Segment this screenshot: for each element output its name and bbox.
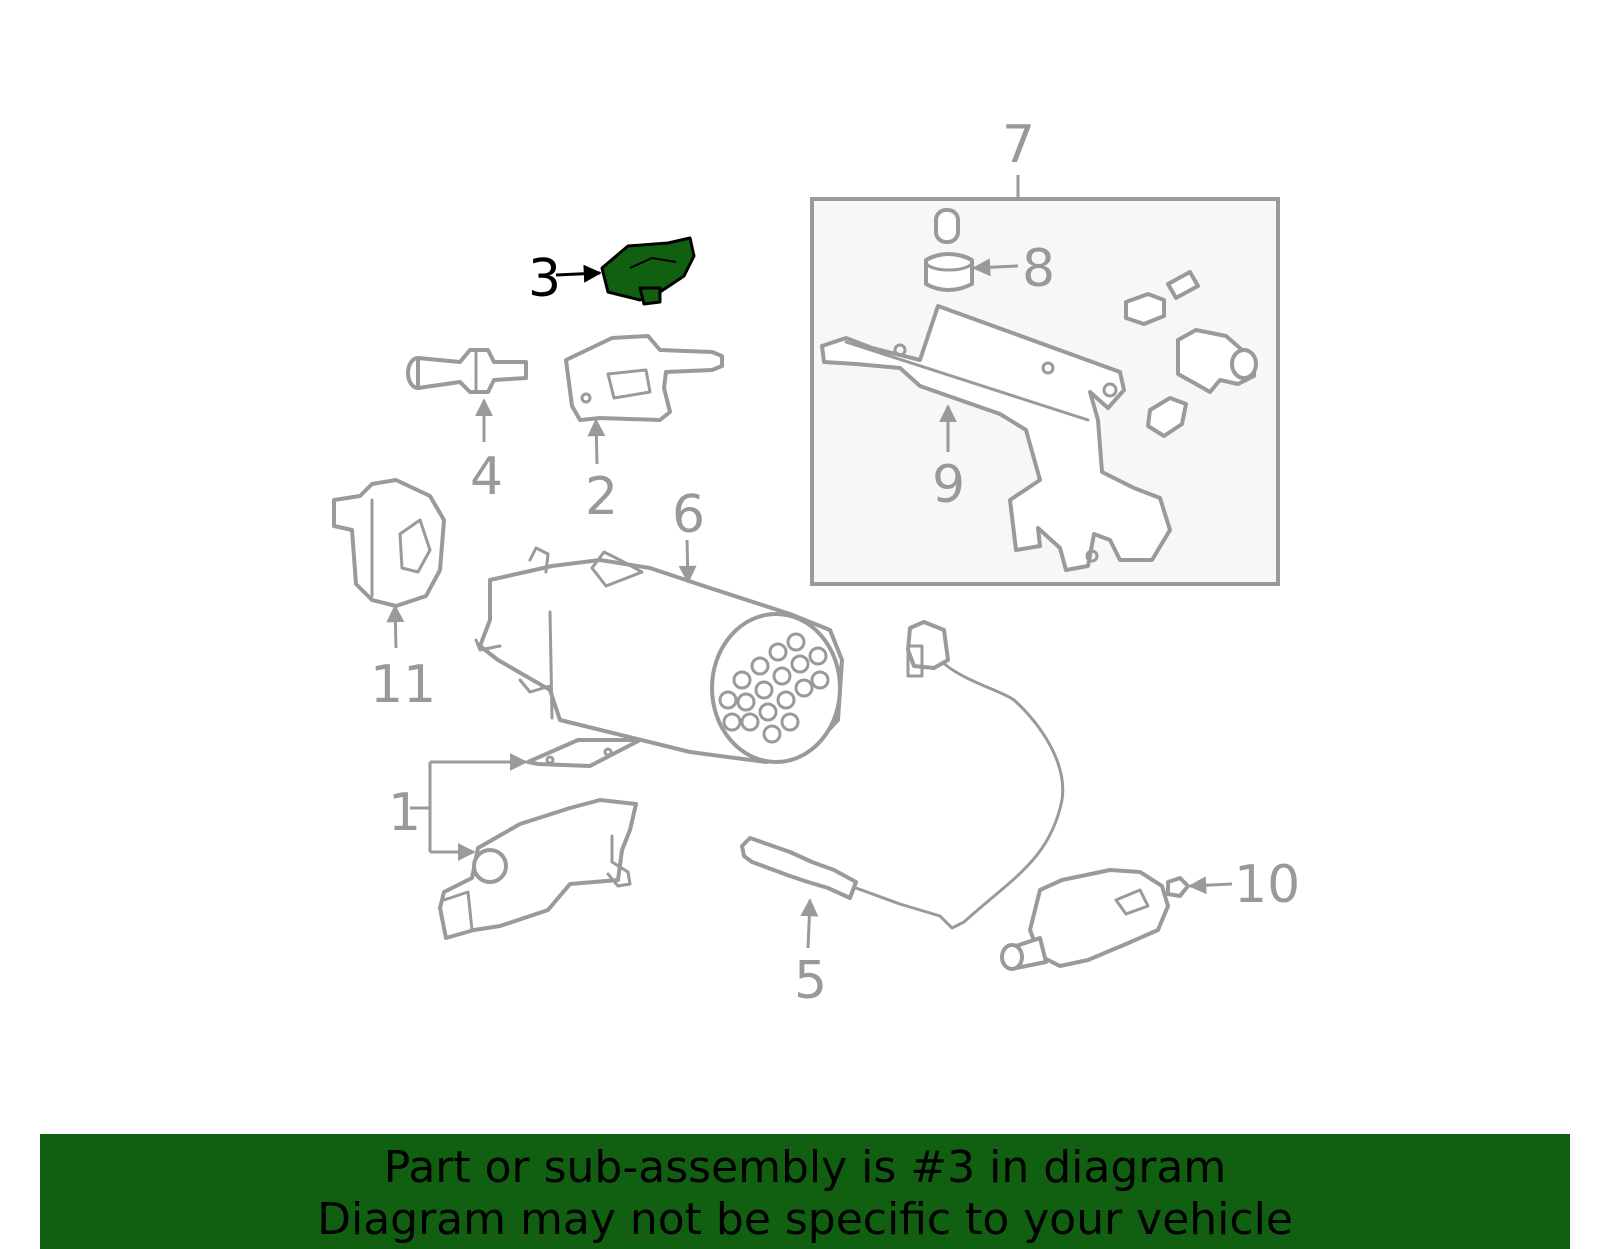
part-2-bracket[interactable]	[564, 334, 724, 422]
callout-11: 11	[370, 655, 436, 715]
part-8-bushing[interactable]	[924, 208, 974, 292]
part-6-canister[interactable]	[474, 546, 844, 764]
part-3-leader	[555, 264, 602, 283]
part-4-fitting[interactable]	[406, 348, 528, 394]
callout-8: 8	[1022, 239, 1055, 299]
callout-2: 2	[585, 467, 618, 527]
callout-10: 10	[1234, 855, 1300, 915]
callout-4: 4	[470, 447, 503, 507]
part-1-valve-assembly[interactable]	[438, 738, 642, 940]
callout-1: 1	[388, 783, 421, 843]
callout-9: 9	[932, 455, 965, 515]
banner-line-1: Part or sub-assembly is #3 in diagram	[383, 1142, 1227, 1193]
banner-line-2: Diagram may not be specific to your vehi…	[317, 1194, 1293, 1245]
part-11-filter[interactable]	[332, 478, 446, 608]
box-small-parts[interactable]	[1124, 270, 1258, 438]
part-5-sensor[interactable]	[740, 620, 1065, 930]
callout-5: 5	[794, 951, 827, 1011]
info-banner: Part or sub-assembly is #3 in diagram Di…	[40, 1134, 1570, 1249]
canister-ports	[718, 632, 830, 744]
callout-3: 3	[528, 249, 561, 309]
callout-6: 6	[672, 485, 705, 545]
part-9-bracket[interactable]	[820, 304, 1172, 572]
part-3-sensor[interactable]	[600, 236, 696, 306]
callout-7: 7	[1002, 115, 1035, 175]
part-10-solenoid[interactable]	[1000, 868, 1190, 971]
